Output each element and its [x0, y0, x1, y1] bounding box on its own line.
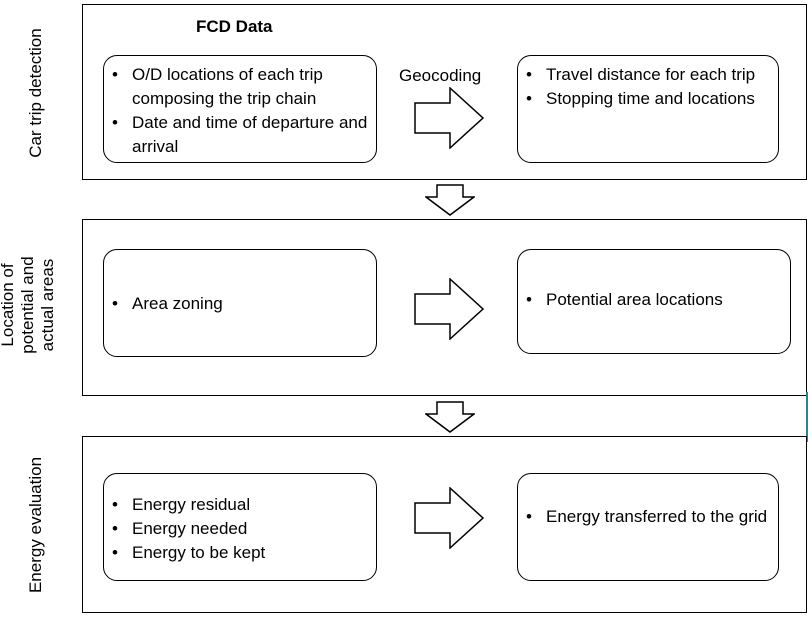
side-label-line: potential and — [18, 256, 37, 354]
list-item: Area zoning — [104, 292, 376, 316]
side-label-location-areas: Location of potential and actual areas — [0, 195, 58, 415]
right-box-location: Potential area locations — [517, 249, 791, 354]
section-heading: FCD Data — [196, 17, 273, 36]
left-box-location: Area zoning — [103, 249, 377, 357]
left-box-energy: Energy residual Energy needed Energy to … — [103, 473, 377, 581]
left-box-car-trip: O/D locations of each trip composing the… — [103, 55, 377, 163]
divider-line — [806, 392, 808, 442]
list-item: Stopping time and locations — [518, 87, 778, 111]
list-item: O/D locations of each trip composing the… — [104, 63, 376, 111]
down-arrow-icon — [425, 184, 475, 216]
list-item: Energy transferred to the grid — [518, 505, 778, 529]
list-item: Date and time of departure and arrival — [104, 111, 376, 159]
right-arrow-icon — [414, 278, 484, 340]
side-label-energy-evaluation: Energy evaluation — [26, 456, 45, 594]
list-item: Energy needed — [104, 517, 376, 541]
geocoding-label: Geocoding — [399, 66, 482, 85]
side-label-line: actual areas — [38, 258, 57, 352]
right-arrow-icon — [414, 87, 484, 149]
right-box-energy: Energy transferred to the grid — [517, 473, 779, 581]
list-item: Energy residual — [104, 493, 376, 517]
down-arrow-icon — [425, 401, 475, 433]
right-box-car-trip: Travel distance for each trip Stopping t… — [517, 55, 779, 163]
list-item: Energy to be kept — [104, 541, 376, 565]
right-arrow-icon — [414, 487, 484, 549]
list-item: Potential area locations — [518, 288, 790, 312]
side-label-line: Location of — [0, 263, 17, 347]
side-label-car-trip-detection: Car trip detection — [26, 28, 45, 158]
list-item: Travel distance for each trip — [518, 63, 778, 87]
